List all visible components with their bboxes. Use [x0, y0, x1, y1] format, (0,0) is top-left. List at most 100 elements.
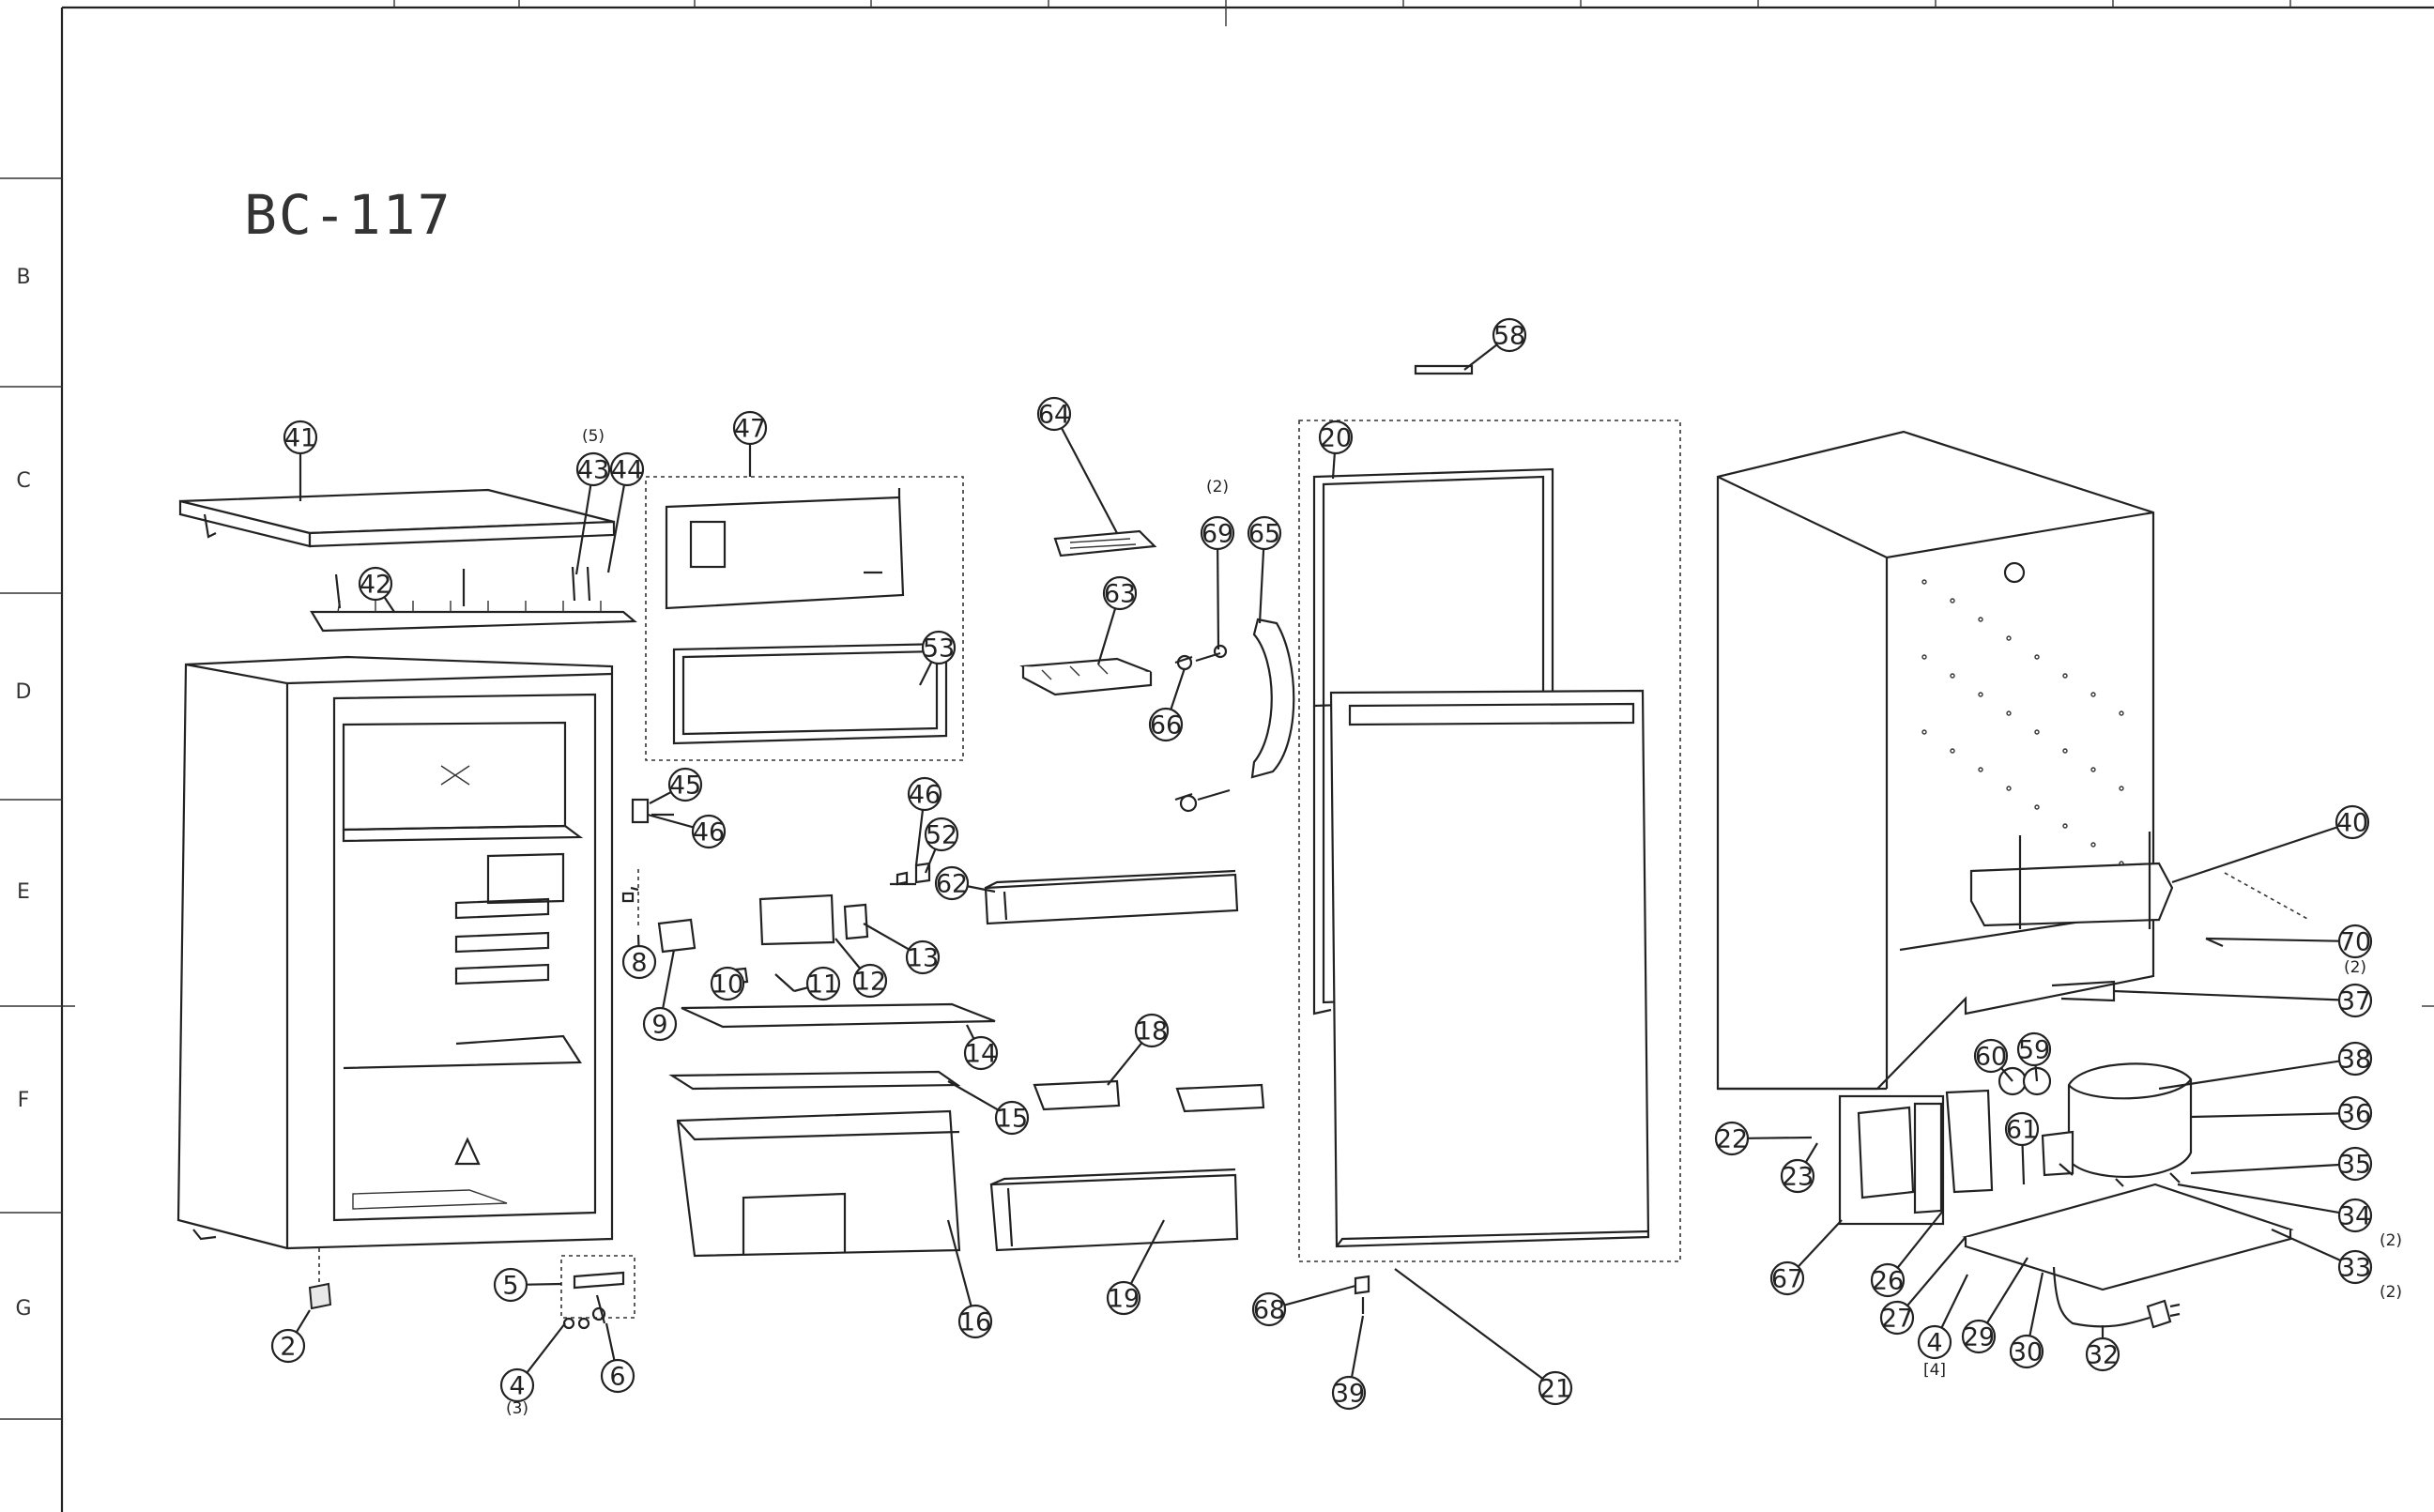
callout-balloon [2337, 1095, 2373, 1131]
foot-part [308, 1248, 332, 1310]
callout-leader [2158, 1060, 2340, 1091]
callout-number: 8 [631, 949, 647, 978]
callout-leader [1331, 452, 1336, 480]
callout-leader [919, 661, 933, 686]
callout-20: 20 [1318, 420, 1354, 480]
callout-balloon [1247, 515, 1282, 551]
callout-number: 69 [1202, 520, 1233, 549]
callout-balloon [1973, 1038, 2009, 1074]
callout-balloon [963, 1035, 999, 1071]
door-bin-lower-part [989, 1168, 1239, 1252]
callout-number: 20 [1320, 424, 1352, 453]
callout-leader [574, 484, 592, 575]
callout-number: 11 [807, 970, 839, 1000]
callout-balloon [852, 963, 888, 999]
cabinet-back-part [1716, 430, 2155, 1091]
callout-leader [2177, 1183, 2340, 1214]
callout-16: 16 [946, 1219, 993, 1339]
callout-balloon [691, 814, 727, 849]
callout-number: 67 [1771, 1265, 1803, 1294]
callout-leader [1284, 1284, 1356, 1306]
callout-30: 30 [2009, 1272, 2044, 1369]
callout-leader [1217, 548, 1220, 650]
relay-cover-part [1838, 1089, 1994, 1226]
callout-number: 46 [909, 781, 941, 810]
ice-tray-part [1019, 657, 1153, 696]
small-parts-middle [621, 798, 931, 992]
callout-40: 40 [2171, 804, 2370, 884]
callout-balloon [575, 451, 611, 487]
callout-67: 67 [1769, 1219, 1843, 1296]
callout-number: 22 [1716, 1125, 1748, 1154]
callout-number: 65 [1248, 520, 1280, 549]
callout-balloon [600, 1358, 635, 1394]
callout-leader [383, 596, 395, 613]
callout-leader [649, 790, 672, 804]
callout-4: 4(3) [499, 1322, 566, 1418]
callout-balloon [1780, 1158, 1815, 1194]
callout-number: 60 [1975, 1043, 2007, 1072]
callout-number: 26 [1872, 1267, 1904, 1296]
callout-number: 9 [651, 1011, 667, 1040]
callout-12: 12 [834, 938, 888, 999]
callout-15: 15 [947, 1080, 1030, 1136]
callout-balloon [2334, 804, 2370, 840]
callout-balloon [2337, 983, 2373, 1018]
callout-quantity: (2) [1206, 478, 1229, 496]
callout-44: 44 [606, 451, 645, 573]
callout-balloon [1879, 1300, 1915, 1336]
callout-63: 63 [1096, 575, 1138, 665]
callout-number: 6 [609, 1363, 625, 1392]
callout-balloon [934, 865, 970, 901]
callout-26: 26 [1870, 1210, 1944, 1298]
callout-27: 27 [1879, 1236, 1967, 1336]
callout-number: 47 [734, 415, 766, 444]
callout-balloon [1148, 707, 1184, 742]
callout-6: 6 [600, 1322, 635, 1394]
callout-46: 46 [647, 813, 727, 849]
callout-balloon [283, 420, 318, 455]
callout-13: 13 [863, 923, 941, 975]
callout-leader [2205, 937, 2340, 942]
callout-number: 58 [1493, 322, 1525, 351]
callout-leader [793, 986, 808, 993]
callout-leader [1804, 1142, 1818, 1163]
callout-balloon [493, 1267, 528, 1303]
callout-number: 12 [854, 968, 886, 997]
callout-balloon [1318, 420, 1354, 455]
callout-19: 19 [1106, 1219, 1165, 1316]
callout-balloon [1251, 1291, 1287, 1327]
callout-64: 64 [1036, 396, 1118, 534]
callout-number: 27 [1881, 1305, 1913, 1334]
door-shelf-support-part [1033, 1079, 1265, 1113]
row-label-f: F [17, 1089, 30, 1112]
callout-balloon [667, 767, 703, 802]
callout-number: 14 [965, 1040, 997, 1069]
callout-number: 30 [2011, 1338, 2043, 1367]
callout-number: 70 [2339, 928, 2371, 957]
callout-leader [914, 809, 925, 866]
callout-47: 47 [732, 410, 768, 477]
callout-69: 69 (2) [1200, 478, 1235, 650]
callout-number: 36 [2339, 1100, 2371, 1129]
callout-quantity: (2) [2380, 1231, 2402, 1250]
callout-balloon [924, 817, 959, 852]
callout-balloon [1492, 317, 1527, 353]
callout-balloon [642, 1006, 678, 1042]
callout-number: 23 [1782, 1163, 1814, 1192]
thermostat-bracket-part [560, 1255, 635, 1330]
row-label-c: C [16, 469, 31, 493]
callout-balloon [710, 966, 745, 1001]
cabinet-interior-part [176, 655, 614, 1250]
callout-number: 18 [1136, 1017, 1168, 1046]
callout-70: 70(2) [2205, 924, 2373, 977]
callout-leader [2171, 826, 2338, 884]
callout-18: 18 [1107, 1013, 1170, 1086]
row-label-b: B [16, 266, 31, 289]
callout-33: 33(2) [2271, 1228, 2402, 1302]
callout-leader [2000, 1067, 2013, 1082]
door-handle-part [1174, 618, 1295, 813]
callout-leader [1797, 1219, 1843, 1268]
callout-balloon [907, 776, 942, 812]
callout-balloon [805, 966, 841, 1001]
